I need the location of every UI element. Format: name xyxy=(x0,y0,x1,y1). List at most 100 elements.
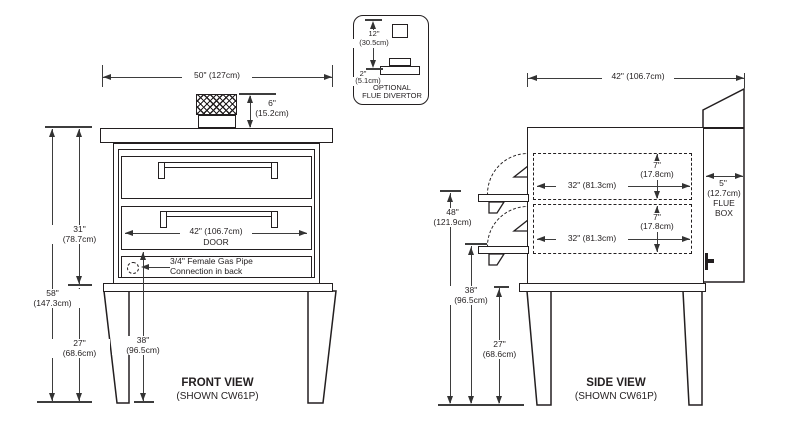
front-leg-cm: (68.6cm) xyxy=(62,347,97,358)
divertor-gap-cm: (5.1cm) xyxy=(352,76,384,86)
flue-box-width-line xyxy=(706,176,743,177)
flue-box-word2: BOX xyxy=(715,208,733,218)
lower-open-door-handle xyxy=(488,253,506,266)
arrowhead-left xyxy=(125,230,133,236)
side-leg-cm: (68.6cm) xyxy=(482,348,517,359)
upper-door-handle-left-bracket xyxy=(158,162,165,179)
arrowhead-right xyxy=(736,75,744,81)
side-leg-height-tick xyxy=(489,286,509,288)
door-word-label: DOOR xyxy=(203,237,229,247)
flue-height-tick xyxy=(239,93,276,95)
arrowhead-left xyxy=(529,75,537,81)
flue-divertor-base xyxy=(380,66,420,75)
low-deck-in: 38" xyxy=(464,285,478,295)
total-height-in: 58" xyxy=(46,288,59,298)
front-body-height-line xyxy=(79,129,80,284)
divertor-top-in: 12" xyxy=(364,29,384,39)
arrowhead-down xyxy=(76,276,82,284)
lower-deck-height-in: 7" xyxy=(647,212,667,223)
flue-divertor-neck xyxy=(389,58,411,66)
top-deck-in: 48" xyxy=(446,207,459,217)
arrowhead-up xyxy=(447,194,453,202)
upper-deck-width-label: 32" (81.3cm) xyxy=(556,180,628,191)
side-view-subtitle: (SHOWN CW61P) xyxy=(574,391,658,402)
front-body-height-label: 31" (78.7cm) xyxy=(49,224,110,244)
side-left-leg xyxy=(526,290,552,406)
gas-pipe-connection-mark xyxy=(127,262,139,274)
front-floor-tick xyxy=(37,401,92,403)
divertor-gap-in: 2" xyxy=(355,69,371,79)
lower-open-door-shelf xyxy=(478,246,529,254)
arrowhead-right xyxy=(324,74,332,80)
door-width-label: 42" (106.7cm) xyxy=(180,226,252,237)
gas-note-leader-line xyxy=(144,267,170,268)
front-leg-height-label: 27" (68.6cm) xyxy=(49,338,110,358)
flue-height-cm: (15.2cm) xyxy=(255,107,289,118)
arrowhead-down xyxy=(247,120,253,128)
low-deck-cm: (96.5cm) xyxy=(454,294,488,305)
front-flue-vent-grille xyxy=(196,94,237,115)
arrowhead-down xyxy=(654,244,660,252)
front-height-top-tick xyxy=(45,126,92,128)
arrowhead-down xyxy=(496,396,502,404)
top-deck-height-tick xyxy=(440,190,461,192)
arrowhead-down xyxy=(447,396,453,404)
front-view-subtitle: (SHOWN CW61P) xyxy=(176,391,259,402)
arrowhead-down xyxy=(654,191,660,199)
arrowhead-left xyxy=(103,74,111,80)
arrowhead-down xyxy=(468,396,474,404)
top-deck-height-label: 48" (121.9cm) xyxy=(430,207,475,227)
front-leg-in: 27" xyxy=(73,338,86,348)
side-view-title: SIDE VIEW xyxy=(586,377,646,389)
side-body-top-edge-extension xyxy=(704,127,744,129)
lower-door-handle-right-bracket xyxy=(271,211,278,228)
divertor-top-cm: (30.5cm) xyxy=(353,38,395,48)
side-leg-in: 27" xyxy=(493,339,506,349)
flue-height-dim-line xyxy=(250,96,251,127)
side-right-leg xyxy=(682,290,703,406)
arrowhead-up xyxy=(49,129,55,137)
gas-note-line1: 3/4" Female Gas Pipe xyxy=(170,256,253,266)
flue-box-width-cm: (12.7cm) xyxy=(707,188,741,198)
side-depth-ext-right xyxy=(744,73,745,88)
arrowhead-down xyxy=(49,393,55,401)
flue-box-word1: FLUE xyxy=(713,198,735,208)
lower-door-handle-left-bracket xyxy=(160,211,167,228)
arrowhead-up xyxy=(468,247,474,255)
divertor-caption-line2: FLUE DIVERTOR xyxy=(362,91,422,100)
arrowhead-right xyxy=(299,230,307,236)
arrowhead-down xyxy=(370,60,376,68)
front-width-dim-label: 50" (127cm) xyxy=(182,70,252,81)
damper-handle-pin xyxy=(708,259,714,263)
arrowhead-left xyxy=(537,236,545,242)
arrowhead-down xyxy=(140,393,146,401)
side-depth-ext-left xyxy=(527,73,528,87)
upper-deck-height-in: 7" xyxy=(647,160,667,171)
arrowhead-up xyxy=(247,95,253,103)
front-bottom-panel xyxy=(121,256,312,278)
arrowhead-up xyxy=(140,252,146,260)
gas-height-dim-line xyxy=(143,252,144,402)
front-total-height-line xyxy=(52,129,53,401)
front-width-ext-right xyxy=(332,65,333,87)
upper-deck-chamber-dashed xyxy=(533,153,692,200)
gas-note-line2: Connection in back xyxy=(170,265,243,276)
upper-door-handle-right-bracket xyxy=(271,162,278,179)
gas-note: 3/4" Female Gas Pipe Connection in back xyxy=(170,256,280,276)
arrowhead-right xyxy=(735,173,743,179)
lower-deck-width-label: 32" (81.3cm) xyxy=(556,233,628,244)
front-base-rail xyxy=(103,283,333,292)
arrowhead-up xyxy=(496,289,502,297)
front-mid-tick xyxy=(68,284,92,286)
gas-height-floor-tick xyxy=(134,401,154,403)
top-deck-cm: (121.9cm) xyxy=(433,216,472,227)
arrowhead-right xyxy=(682,183,690,189)
side-leg-height-label: 27" (68.6cm) xyxy=(477,339,522,359)
arrowhead-left xyxy=(537,183,545,189)
damper-handle-bar xyxy=(705,253,708,270)
flue-box-width-in: 5" xyxy=(719,178,727,188)
arrowhead-right xyxy=(682,236,690,242)
flue-height-in: 6" xyxy=(268,98,276,108)
arrowhead-up xyxy=(654,154,660,162)
flue-height-dim-label: 6" (15.2cm) xyxy=(252,98,292,118)
